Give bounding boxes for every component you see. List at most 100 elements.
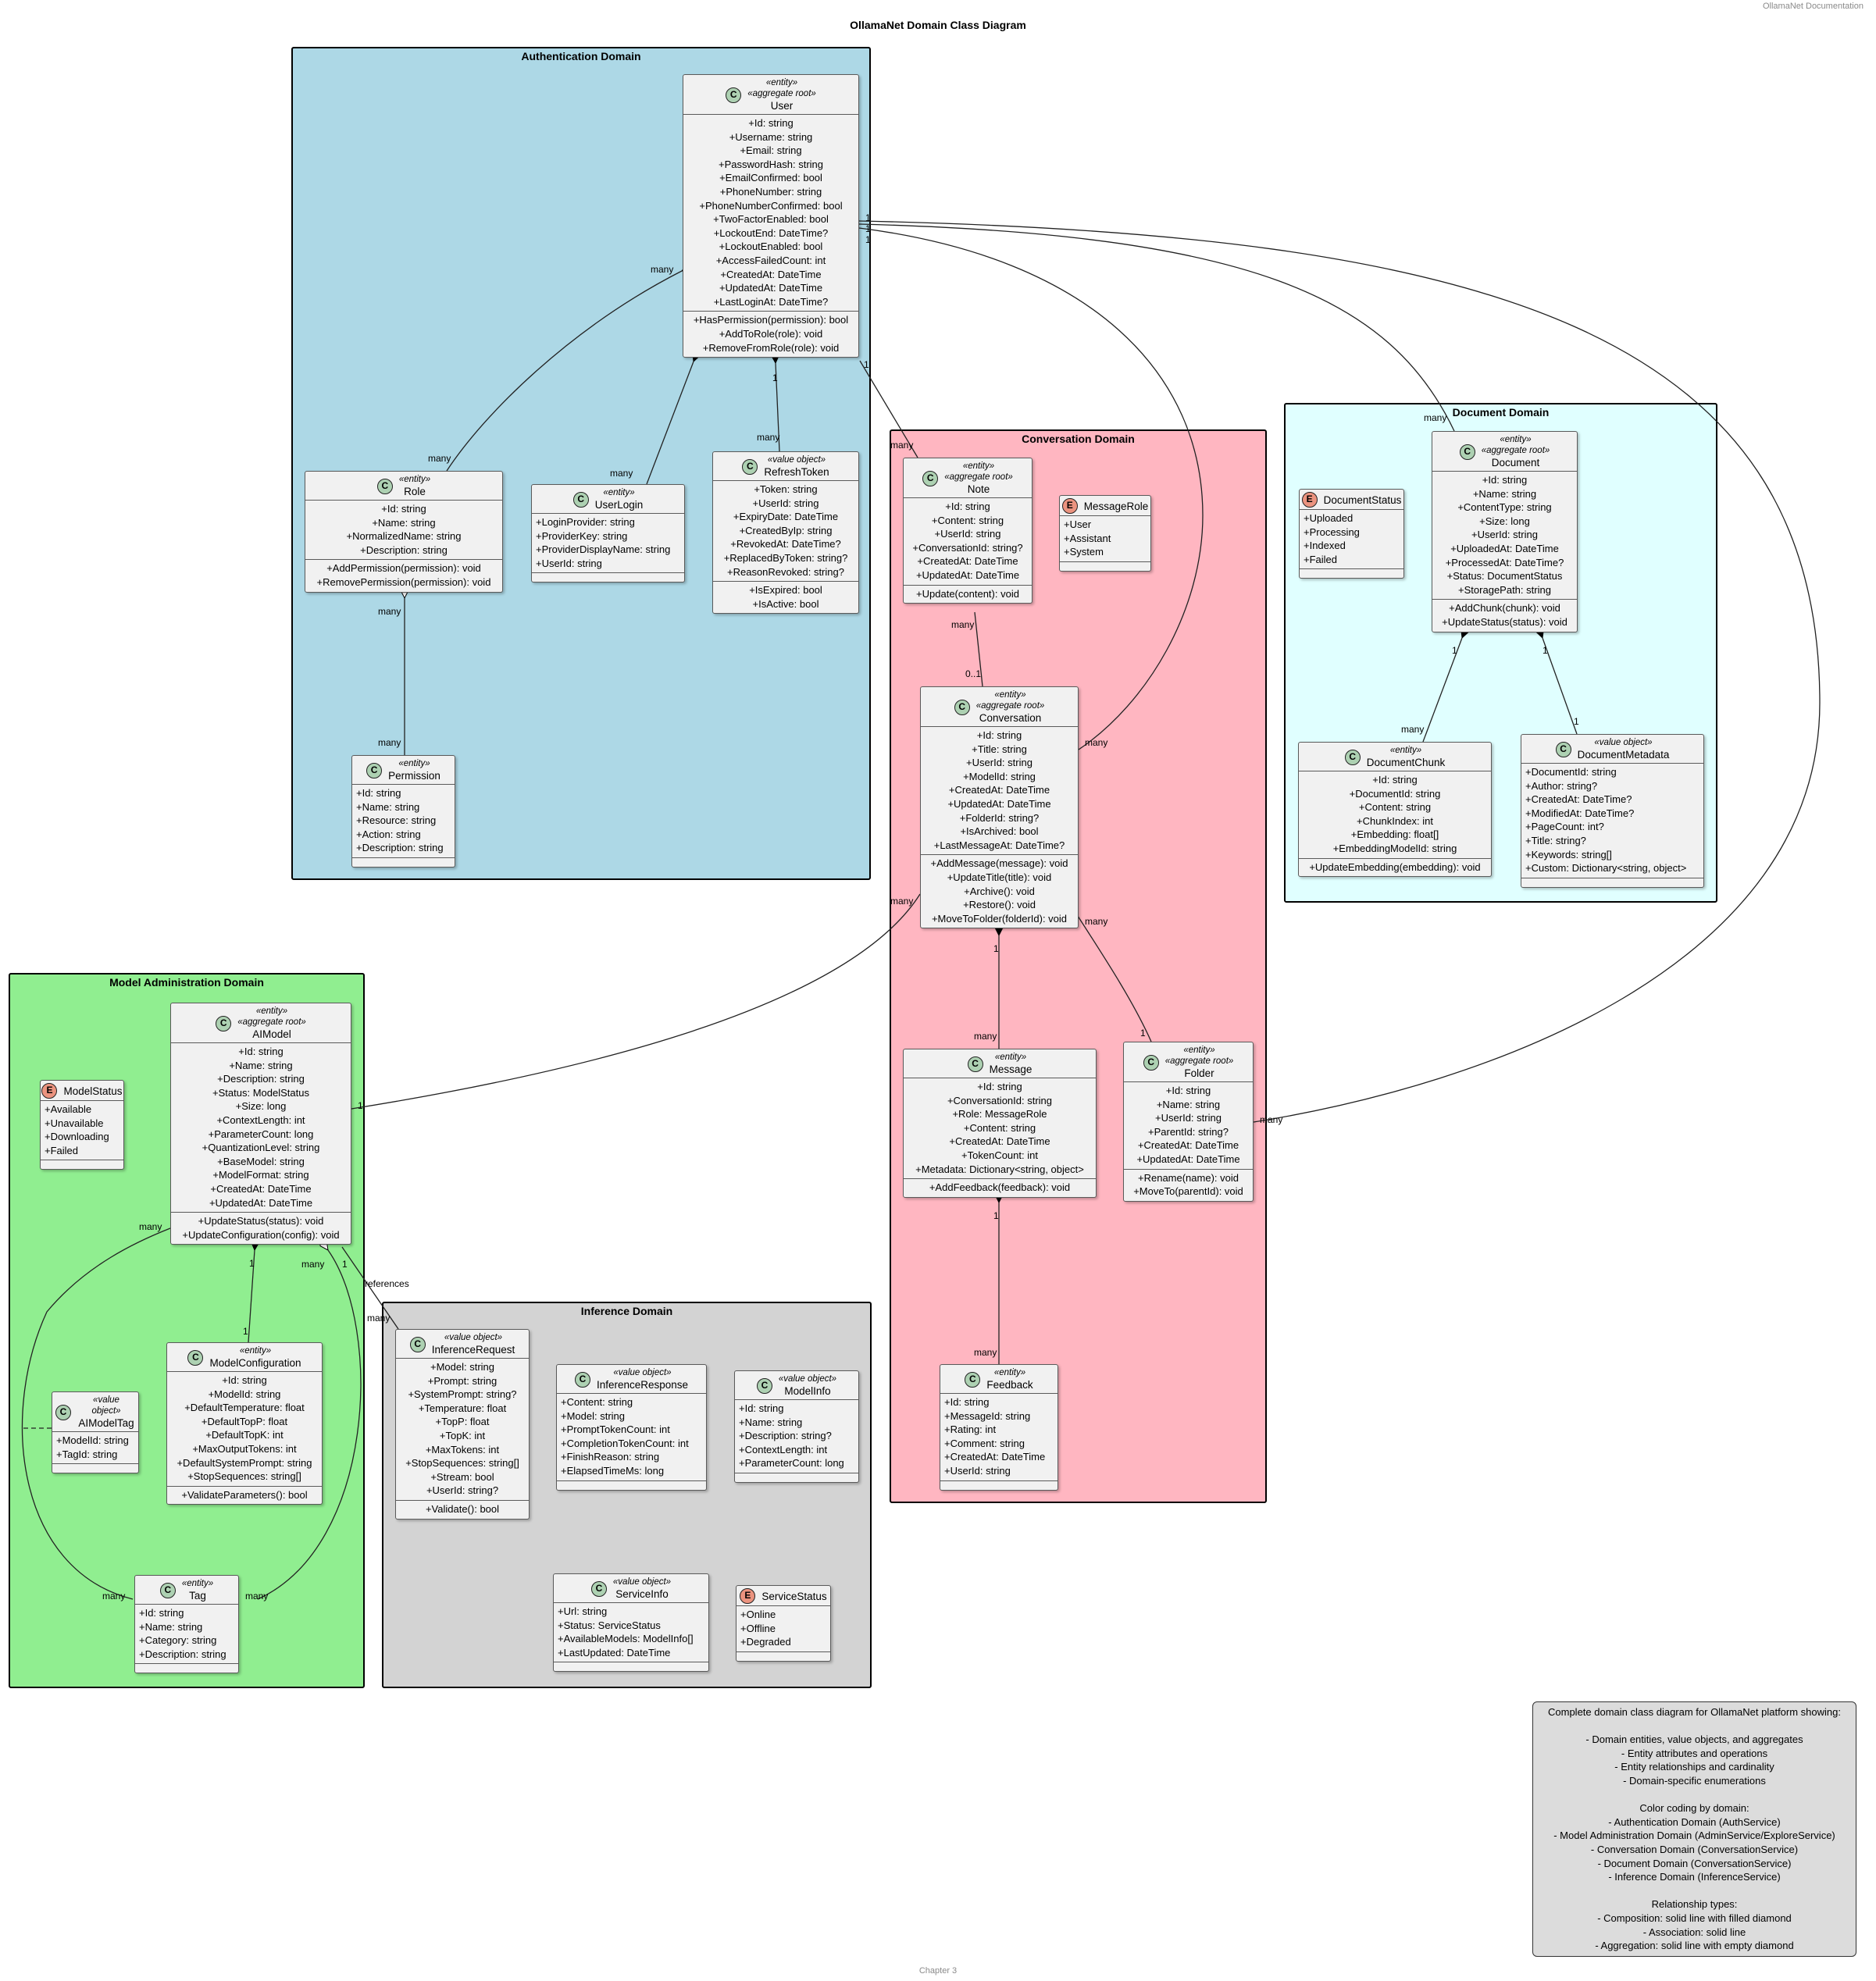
class-header: C«entity»Message bbox=[904, 1049, 1096, 1078]
attribute: +Unavailable bbox=[45, 1117, 104, 1129]
attribute: +UpdatedAt: DateTime bbox=[1136, 1153, 1240, 1165]
class-modelinfo: C«value object»ModelInfo+Id: string+Name… bbox=[734, 1370, 859, 1483]
class-names: «entity»DocumentChunk bbox=[1367, 745, 1446, 769]
mult-message-many: many bbox=[974, 1031, 997, 1042]
attribute: +CreatedByIp: string bbox=[739, 524, 833, 536]
class-names: «entity»ModelConfiguration bbox=[209, 1345, 301, 1370]
edge-user-conversation bbox=[858, 227, 1204, 750]
attribute: +Comment: string bbox=[944, 1437, 1025, 1449]
legend-line bbox=[1538, 1719, 1851, 1733]
operation: +AddToRole(role): void bbox=[719, 327, 823, 340]
mult-user-note-many: many bbox=[890, 440, 914, 451]
legend-line: - Authentication Domain (AuthService) bbox=[1608, 1815, 1781, 1828]
legend-line: - Conversation Domain (ConversationServi… bbox=[1590, 1843, 1799, 1855]
attribute: +Assistant bbox=[1064, 532, 1111, 544]
attribute: +Id: string bbox=[139, 1607, 184, 1619]
attribute: +UserId: string bbox=[1155, 1112, 1222, 1124]
operation: +Validate(): bool bbox=[425, 1502, 500, 1515]
attribute: +Id: string bbox=[739, 1402, 784, 1414]
label-references: references bbox=[365, 1278, 409, 1289]
stereotype: «value object» bbox=[91, 1395, 121, 1416]
class-aimodeltag: C«value object»AIModelTag+ModelId: strin… bbox=[52, 1391, 139, 1474]
attribute: +UpdatedAt: DateTime bbox=[915, 568, 1020, 581]
attributes-section: +Available+Unavailable+Downloading+Faile… bbox=[41, 1100, 123, 1160]
operations-section bbox=[940, 1480, 1057, 1490]
operations-section: +IsExpired: bool+IsActive: bool bbox=[713, 581, 858, 613]
class-name: Feedback bbox=[986, 1379, 1033, 1391]
attribute: +Id: string bbox=[944, 1396, 990, 1408]
attribute: +EmbeddingModelId: string bbox=[1332, 842, 1457, 854]
attribute: +Description: string? bbox=[739, 1430, 832, 1442]
attribute: +LoginProvider: string bbox=[536, 516, 635, 528]
attribute: +Name: string bbox=[356, 800, 420, 813]
mult-user-role-user: many bbox=[651, 264, 674, 275]
class-permission: C«entity»Permission+Id: string+Name: str… bbox=[351, 755, 455, 868]
attribute: +ParameterCount: long bbox=[208, 1128, 314, 1140]
model-domain-title: Model Administration Domain bbox=[109, 976, 264, 989]
stereotype: «entity» bbox=[603, 488, 635, 497]
conversation-domain: Conversation Domain bbox=[890, 429, 1267, 1503]
attributes-section: +DocumentId: string+Author: string?+Crea… bbox=[1521, 763, 1703, 878]
attribute: +Model: string bbox=[430, 1361, 494, 1373]
class-names: «entity»Permission bbox=[388, 758, 440, 782]
operation: +MoveTo(parentId): void bbox=[1133, 1185, 1243, 1198]
attribute: +ParameterCount: long bbox=[739, 1457, 844, 1470]
attribute: +CreatedAt: DateTime bbox=[949, 1135, 1050, 1148]
class-icon: C bbox=[1143, 1054, 1159, 1071]
operation: +AddPermission(permission): void bbox=[326, 562, 481, 575]
attributes-section: +Id: string+Title: string+UserId: string… bbox=[921, 726, 1078, 854]
attribute: +TokenCount: int bbox=[961, 1149, 1038, 1161]
attribute: +CreatedAt: DateTime bbox=[944, 1451, 1046, 1463]
inference-domain-title: Inference Domain bbox=[580, 1305, 673, 1317]
stereotype: «value object» bbox=[444, 1333, 503, 1342]
attribute: +BaseModel: string bbox=[217, 1155, 305, 1167]
operations-section bbox=[52, 1463, 138, 1473]
attribute: +Id: string bbox=[1372, 774, 1418, 786]
attribute: +TopP: float bbox=[435, 1416, 490, 1428]
class-message: C«entity»Message+Id: string+Conversation… bbox=[903, 1049, 1097, 1198]
attribute: +ModelId: string bbox=[208, 1388, 281, 1400]
class-names: «entity»Tag bbox=[182, 1578, 213, 1602]
attribute: +Name: string bbox=[139, 1620, 203, 1633]
attribute: +ModelFormat: string bbox=[212, 1169, 309, 1181]
class-names: «value object»InferenceRequest bbox=[432, 1332, 515, 1356]
attribute: +StopSequences: string[] bbox=[405, 1457, 519, 1470]
class-names: «value object»RefreshToken bbox=[764, 454, 829, 479]
document-domain-title: Document Domain bbox=[1452, 406, 1550, 419]
attributes-section: +Id: string+Name: string+Description: st… bbox=[735, 1399, 858, 1473]
legend-line: Color coding by domain: bbox=[1639, 1802, 1749, 1815]
attribute: +ContentType: string bbox=[1457, 501, 1552, 514]
legend-line: - Domain entities, value objects, and ag… bbox=[1585, 1733, 1803, 1746]
class-names: DocumentStatus bbox=[1324, 493, 1402, 507]
attribute: +Degraded bbox=[740, 1636, 791, 1648]
edge-user-role bbox=[446, 271, 682, 472]
attribute: +Failed bbox=[1304, 553, 1337, 565]
attribute: +Keywords: string[] bbox=[1525, 848, 1612, 860]
class-names: «entity»UserLogin bbox=[595, 487, 644, 511]
class-aimodel: C«entity»«aggregate root»AIModel+Id: str… bbox=[170, 1003, 351, 1245]
stereotype: «aggregate root» bbox=[1164, 1056, 1234, 1066]
class-names: «entity»Feedback bbox=[986, 1367, 1033, 1391]
attribute: +Action: string bbox=[356, 828, 421, 840]
mult-user-role-role: many bbox=[428, 453, 451, 464]
edge-conversation-folder bbox=[1075, 913, 1152, 1042]
legend-line: - Composition: solid line with filled di… bbox=[1597, 1912, 1792, 1924]
class-names: «entity»«aggregate root»Note bbox=[944, 461, 1013, 496]
attribute: +Model: string bbox=[561, 1409, 626, 1422]
mult-metadata-1: 1 bbox=[1574, 716, 1579, 727]
stereotype: «value object» bbox=[612, 1577, 672, 1587]
class-document: C«entity»«aggregate root»Document+Id: st… bbox=[1432, 431, 1578, 632]
class-modelconfiguration: C«entity»ModelConfiguration+Id: string+M… bbox=[166, 1342, 323, 1505]
attribute: +MessageId: string bbox=[944, 1409, 1031, 1422]
attribute: +Online bbox=[740, 1609, 776, 1620]
attribute: +RevokedAt: DateTime? bbox=[730, 538, 841, 550]
attributes-section: +Uploaded+Processing+Indexed+Failed bbox=[1300, 509, 1403, 568]
attribute: +Name: string bbox=[1156, 1098, 1221, 1110]
attributes-section: +Id: string+Name: string+Category: strin… bbox=[135, 1604, 238, 1663]
class-header: C«value object»DocumentMetadata bbox=[1521, 735, 1703, 763]
attribute: +Name: string bbox=[229, 1059, 293, 1071]
class-icon: C bbox=[55, 1404, 71, 1420]
